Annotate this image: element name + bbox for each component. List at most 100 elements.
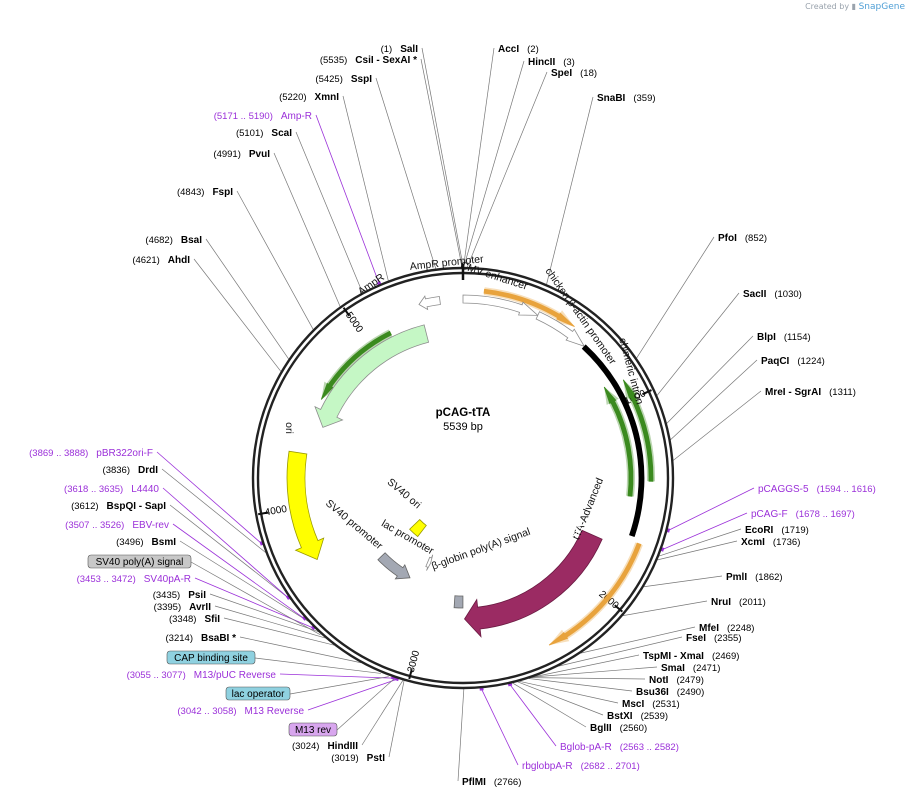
site-label[interactable]: (4843)FspI — [177, 187, 233, 198]
primer-label[interactable]: (3042 .. 3058)M13 Reverse — [177, 706, 304, 717]
site-name: ScaI — [271, 128, 292, 139]
site-label[interactable]: (3348)SfiI — [169, 614, 220, 625]
site-label[interactable]: (4682)BsaI — [145, 235, 202, 246]
feature-sv40-promoter[interactable] — [377, 552, 411, 580]
boxed-leader — [190, 561, 321, 636]
site-label[interactable]: EcoRI(1719) — [745, 525, 809, 536]
primer-label[interactable]: (3618 .. 3635)L4440 — [64, 484, 159, 495]
site-label[interactable]: NruI(2011) — [711, 597, 766, 608]
primer-leader — [307, 678, 397, 711]
site-leader — [193, 258, 282, 372]
site-label[interactable]: (3496)BsmI — [116, 537, 176, 548]
site-label[interactable]: PaqCI(1224) — [761, 356, 825, 367]
feature-ampr-promoter[interactable] — [418, 295, 441, 311]
primer-label[interactable]: (3507 .. 3526)EBV-rev — [65, 520, 169, 531]
scale-tick — [614, 604, 624, 613]
site-leader — [420, 58, 463, 268]
green-arc-right-1-halo — [623, 379, 655, 482]
site-label[interactable]: (3612)BspQI - SapI — [71, 501, 166, 512]
site-label[interactable]: (5535)CsiI - SexAI * — [320, 55, 417, 66]
primer-label[interactable]: (5171 .. 5190)Amp-R — [214, 111, 312, 122]
primer-label[interactable]: pCAGGS-5 (1594 .. 1616) — [758, 484, 876, 495]
site-label[interactable]: SacII(1030) — [743, 289, 802, 300]
site-position: (1224) — [797, 356, 824, 367]
feature-label: lac promoter — [379, 518, 436, 558]
site-name: PvuI — [249, 149, 270, 160]
site-label[interactable]: HincII(3) — [528, 57, 575, 68]
site-position: (3435) — [153, 590, 180, 601]
boxed-label-bg — [288, 722, 338, 737]
feature-ampr[interactable] — [314, 324, 430, 428]
feature--globin-poly-a-signal[interactable] — [453, 595, 464, 609]
site-label[interactable]: MfeI(2248) — [699, 623, 754, 634]
site-label[interactable]: PmlI(1862) — [726, 572, 783, 583]
feature-tta-advanced[interactable] — [464, 529, 603, 638]
orange-arc-right-halo — [549, 542, 643, 646]
site-label[interactable]: (3435)PsiI — [153, 590, 206, 601]
center-title: pCAG-tTA 5539 bp — [436, 407, 491, 433]
site-label[interactable]: (3019)PstI — [331, 753, 385, 764]
primer-label[interactable]: Bglob-pA-R (2563 .. 2582) — [560, 742, 679, 753]
site-label[interactable]: PflMI(2766) — [462, 777, 521, 788]
site-leader — [388, 680, 405, 758]
feature-sv40-ori[interactable] — [409, 518, 427, 538]
site-label[interactable]: PfoI(852) — [718, 233, 767, 244]
feature-cmv-enhancer[interactable] — [462, 294, 539, 316]
site-label[interactable]: TspMI - XmaI(2469) — [643, 651, 739, 662]
site-label[interactable]: Bsu36I(2490) — [636, 687, 704, 698]
site-label[interactable]: BstXI(2539) — [607, 711, 668, 722]
site-label[interactable]: (3024)HindIII — [292, 741, 358, 752]
site-label[interactable]: (3395)AvrII — [154, 602, 212, 613]
site-position: (5101) — [236, 128, 263, 139]
site-position: (1311) — [829, 387, 856, 398]
site-label[interactable]: SnaBI(359) — [597, 93, 656, 104]
site-position: (3024) — [292, 741, 319, 752]
site-label[interactable]: MscI(2531) — [622, 699, 680, 710]
primer-position: (2563 .. 2582) — [620, 742, 679, 753]
site-position: (2471) — [693, 663, 720, 674]
primer-label[interactable]: rbglobpA-R(2682 .. 2701) — [522, 761, 640, 772]
site-leader — [533, 654, 640, 678]
feature-chicken-actin-promoter[interactable] — [535, 311, 586, 348]
site-label[interactable]: (4621)AhdI — [132, 255, 190, 266]
boxed-label[interactable]: SV40 poly(A) signal — [96, 557, 184, 568]
boxed-label[interactable]: CAP binding site — [174, 653, 248, 664]
primer-name: pCAGGS-5 — [758, 484, 809, 495]
site-label[interactable]: AccI(2) — [498, 44, 539, 55]
feature-ori[interactable] — [286, 450, 325, 561]
site-label[interactable]: SpeI(18) — [551, 68, 597, 79]
primer-position: (1594 .. 1616) — [817, 484, 876, 495]
site-label[interactable]: (3836)DrdI — [103, 465, 159, 476]
site-leader — [558, 636, 683, 667]
boxed-label[interactable]: M13 rev — [295, 725, 331, 736]
site-label[interactable]: (3214)BsaBI * — [166, 633, 237, 644]
primer-label[interactable]: pCAG-F(1678 .. 1697) — [751, 509, 855, 520]
primer-label[interactable]: (3453 .. 3472)SV40pA-R — [77, 574, 191, 585]
site-label[interactable]: (4991)PvuI — [213, 149, 270, 160]
site-label[interactable]: (5101) ScaI — [236, 128, 292, 139]
site-label[interactable]: FseI(2355) — [686, 633, 741, 644]
feature-lac-promoter[interactable] — [425, 554, 434, 571]
site-leader — [533, 666, 658, 678]
primer-label[interactable]: (3869 .. 3888)pBR322ori-F — [29, 448, 153, 459]
site-label[interactable]: MreI - SgrAI(1311) — [765, 387, 856, 398]
site-label[interactable]: (5425)SspI — [315, 74, 372, 85]
primer-name: pCAG-F — [751, 509, 788, 520]
primer-label[interactable]: (3055 .. 3077)M13/pUC Reverse — [127, 670, 277, 681]
site-label[interactable]: BglII(2560) — [590, 723, 647, 734]
site-label[interactable]: XcmI(1736) — [741, 537, 800, 548]
primer-leader — [509, 684, 557, 747]
site-label[interactable]: (5220)XmnI — [279, 92, 339, 103]
site-label[interactable]: (1)SalI — [381, 44, 419, 55]
boxed-label[interactable]: lac operator — [232, 689, 285, 700]
site-leader — [273, 152, 341, 307]
primer-name: Bglob-pA-R — [560, 742, 612, 753]
site-label[interactable]: SmaI(2471) — [661, 663, 720, 674]
site-name: BlpI — [757, 332, 776, 343]
site-leader — [643, 575, 723, 588]
feature-chimeric-intron[interactable] — [581, 344, 645, 538]
site-label[interactable]: NotI(2479) — [649, 675, 704, 686]
primer-leader — [662, 512, 748, 550]
site-label[interactable]: BlpI(1154) — [757, 332, 811, 343]
